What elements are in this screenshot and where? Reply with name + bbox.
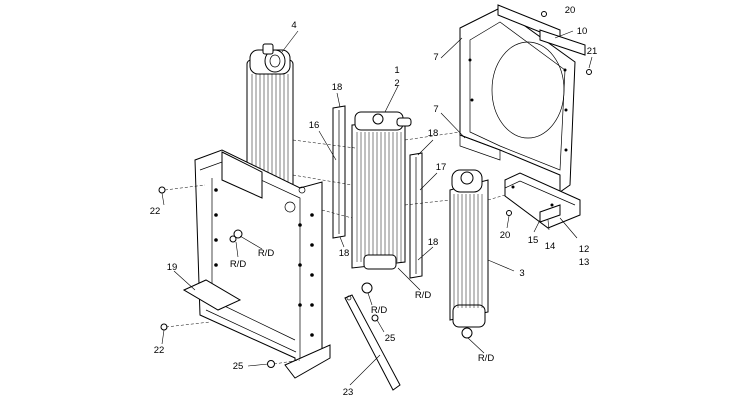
callout-7-mid: 7	[433, 104, 438, 115]
callout-2: 2	[394, 78, 399, 89]
callout-20-top: 20	[565, 5, 576, 16]
callout-labels: 4 1 2 7 7 20 10 21 16 18 18 17 18 18 22 …	[150, 5, 598, 398]
callout-18-b: 18	[428, 128, 439, 139]
callout-10: 10	[577, 26, 588, 37]
callout-14: 14	[545, 241, 556, 252]
note-rd-frame-right: R/D	[258, 248, 275, 259]
callout-18-c: 18	[428, 237, 439, 248]
callout-13: 13	[579, 257, 590, 268]
callout-18-a: 18	[332, 82, 343, 93]
callout-1: 1	[394, 65, 399, 76]
callout-22-bottom: 22	[154, 345, 165, 356]
callout-25-center: 25	[385, 333, 396, 344]
callout-4: 4	[291, 20, 296, 31]
callout-3: 3	[519, 268, 524, 279]
callout-21: 21	[587, 46, 598, 57]
bracket-part-12	[504, 172, 581, 229]
seal-strips-part-18	[332, 105, 423, 279]
note-rd-radiator: R/D	[371, 305, 388, 316]
note-rd-strip: R/D	[415, 290, 432, 301]
callout-25-left: 25	[233, 361, 244, 372]
callout-20-bottom: 20	[500, 230, 511, 241]
oil-cooler-part-4	[246, 43, 294, 196]
callout-18-d: 18	[339, 248, 350, 259]
fan-shroud-part-7	[459, 4, 586, 193]
support-strut-part-23	[344, 294, 401, 391]
callout-7-top: 7	[433, 52, 438, 63]
note-rd-frame-left: R/D	[230, 259, 247, 270]
callout-16: 16	[309, 120, 320, 131]
callout-12: 12	[579, 244, 590, 255]
callout-23: 23	[343, 387, 354, 398]
radiator-part-1	[351, 111, 412, 270]
leader-lines	[161, 30, 593, 386]
mounting-frame-part-19	[182, 149, 331, 379]
callout-17: 17	[436, 162, 447, 173]
callout-19: 19	[167, 262, 178, 273]
callout-15: 15	[528, 235, 539, 246]
alignment-lines	[164, 131, 506, 365]
charge-cooler-part-3	[449, 169, 489, 328]
note-rd-cooler: R/D	[478, 353, 495, 364]
callout-22-top: 22	[150, 206, 161, 217]
